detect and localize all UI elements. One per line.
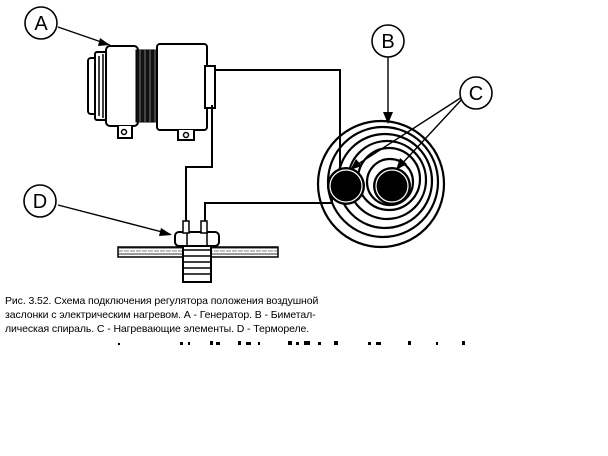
callout-a-label: A [34,13,48,35]
caption-line-3: лическая спираль. С - Нагревающие элемен… [5,323,310,335]
leader-arrowheads [98,38,407,236]
callout-d-label: D [33,191,47,213]
callout-a: A [24,6,58,40]
leader-lines [57,26,465,235]
figure-caption: Рис. 3.52. Схема подключения регулятора … [5,294,405,336]
thermo-relay [117,220,279,283]
cropped-text-line [118,341,465,345]
callout-b: B [371,24,405,58]
callout-c-label: C [469,83,483,105]
callout-c: C [459,76,493,110]
caption-line-2: заслонки с электрическим нагревом. А - Г… [5,309,316,321]
callout-b-label: B [381,31,394,53]
heating-elements [327,167,411,205]
caption-line-1: Рис. 3.52. Схема подключения регулятора … [5,295,319,307]
callout-d: D [23,184,57,218]
generator [87,43,216,141]
